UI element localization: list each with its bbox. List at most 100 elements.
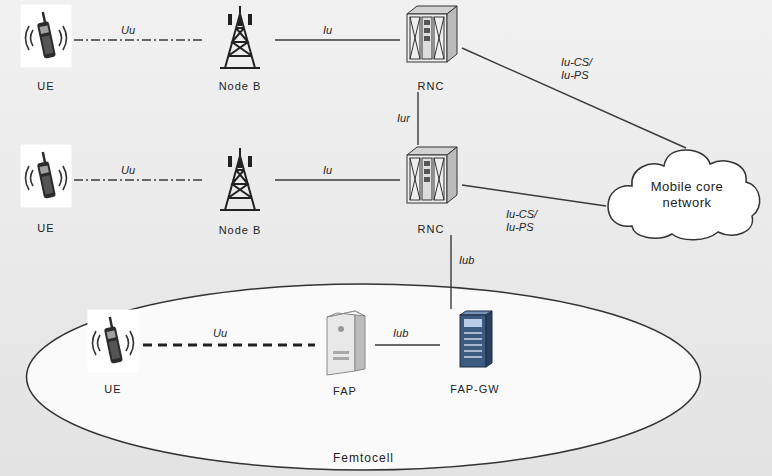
interface-link	[462, 185, 606, 206]
mobile-phone-icon	[87, 309, 139, 373]
icon-part	[327, 311, 365, 317]
icon-part	[486, 311, 492, 367]
icon-part	[424, 177, 430, 182]
icon-part	[447, 6, 457, 62]
interface-link	[450, 235, 451, 309]
device-node: Node B	[205, 146, 275, 236]
icon-part	[26, 166, 67, 190]
interface-label: Iu-CS/ Iu-PS	[505, 208, 545, 234]
icon-part	[410, 17, 420, 59]
device-node: UE	[18, 4, 74, 92]
fap-gateway-icon	[454, 309, 496, 371]
icon-part	[608, 150, 760, 240]
icon-part	[422, 158, 432, 200]
node-label: UE	[37, 222, 54, 234]
icon-part	[40, 25, 49, 34]
interface-link	[275, 39, 400, 40]
antenna-tower-icon	[215, 146, 265, 212]
interface-label: Iub	[392, 327, 409, 340]
icon-part	[109, 317, 114, 329]
interface-link	[417, 92, 418, 145]
icon-part	[26, 26, 67, 50]
icon-part	[248, 156, 252, 167]
icon-part	[109, 340, 121, 359]
icon-part	[434, 158, 444, 200]
interface-link	[375, 344, 440, 345]
interface-link	[74, 39, 205, 40]
icon-part	[238, 17, 242, 26]
icon-part	[42, 175, 54, 194]
fap-device-icon	[321, 307, 369, 377]
icon-part	[42, 152, 47, 164]
icon-part	[93, 331, 134, 355]
icon-part	[355, 311, 365, 371]
rnc-cabinet-icon	[403, 4, 459, 64]
device-node: RNC	[400, 145, 462, 235]
node-label: Node B	[219, 224, 262, 236]
icon-part	[460, 315, 486, 367]
icon-part	[410, 158, 420, 200]
node-label: Femtocell	[333, 451, 394, 465]
icon-part	[434, 17, 444, 59]
icon-part	[422, 17, 432, 59]
icon-part	[21, 5, 72, 68]
device-node: UE	[83, 309, 143, 395]
mobile-phone-icon	[20, 144, 72, 208]
interface-link	[74, 179, 205, 180]
interface-link	[462, 48, 686, 148]
device-node: UE	[18, 144, 74, 234]
icon-part	[434, 17, 444, 59]
icon-part	[104, 326, 123, 364]
icon-part	[37, 161, 56, 199]
interface-label: Iub	[458, 254, 475, 267]
icon-part	[220, 6, 260, 68]
icon-part	[88, 310, 139, 373]
icon-part	[327, 311, 355, 375]
icon-part	[220, 148, 260, 210]
interface-label: Uu	[120, 24, 136, 37]
icon-part	[228, 14, 232, 25]
icon-part	[434, 158, 444, 200]
icon-part	[333, 357, 349, 360]
icon-part	[35, 151, 56, 198]
icon-part	[40, 165, 49, 174]
node-label: Node B	[219, 80, 262, 92]
icon-part	[464, 333, 482, 357]
cloud-node: Mobile core network	[606, 148, 764, 242]
icon-part	[42, 35, 54, 54]
node-label: RNC	[418, 80, 445, 92]
icon-part	[21, 145, 72, 208]
interface-label: Iur	[396, 112, 411, 125]
icon-part	[248, 14, 252, 25]
icon-part	[447, 147, 457, 203]
antenna-tower-icon	[215, 4, 265, 70]
node-label: FAP-GW	[450, 383, 499, 395]
icon-part	[407, 155, 447, 203]
icon-part	[424, 161, 430, 166]
icon-part	[37, 21, 56, 59]
icon-part	[228, 156, 232, 167]
interface-label: Uu	[212, 327, 228, 340]
interface-label: Iu	[322, 24, 333, 37]
icon-part	[35, 11, 56, 58]
device-node: FAP	[315, 307, 375, 397]
rnc-cabinet-icon	[403, 145, 459, 205]
icon-part	[424, 20, 430, 25]
icon-part	[333, 351, 349, 354]
node-label: FAP	[333, 385, 357, 397]
interface-label: Uu	[120, 164, 136, 177]
icon-part	[407, 14, 447, 62]
icon-part	[238, 159, 242, 168]
device-node: RNC	[400, 4, 462, 92]
icon-part	[410, 158, 420, 200]
icon-part	[464, 319, 482, 327]
icon-part	[107, 330, 116, 339]
icon-part	[42, 12, 47, 24]
interface-label: Iu-CS/ Iu-PS	[560, 56, 600, 82]
icon-part	[424, 28, 430, 33]
node-label: RNC	[418, 223, 445, 235]
icon-part	[424, 169, 430, 174]
mobile-phone-icon	[20, 4, 72, 68]
